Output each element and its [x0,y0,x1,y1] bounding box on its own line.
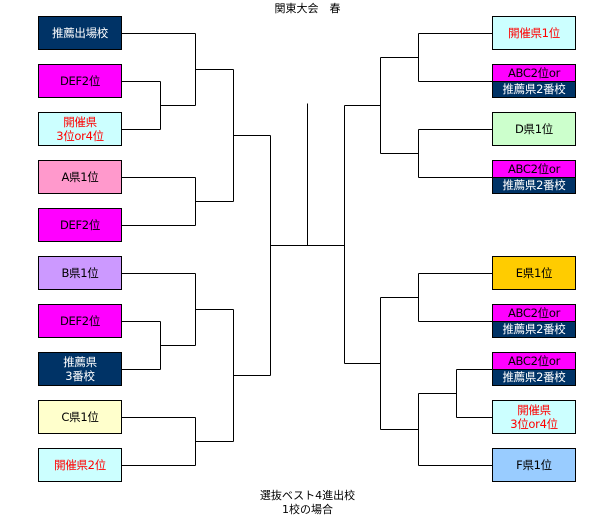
left-entry-6-line-1: B県1位 [61,266,99,280]
left-entry-7: DEF2位 [38,304,122,338]
left-entry-5-line-1: DEF2位 [59,218,101,232]
left-entry-1-line-1: 推薦出場校 [52,26,108,40]
left-entry-2: DEF2位 [38,64,122,98]
left-entry-3-line-2: 3位or4位 [56,129,104,143]
right-entry-8-line-2: 3位or4位 [510,417,558,431]
right-entry-7-option-top: ABC2位or [493,353,575,369]
left-entry-4: A県1位 [38,160,122,194]
left-entry-7-line-1: DEF2位 [59,314,101,328]
left-entry-8-line-2: 3番校 [65,369,95,383]
right-entry-2-option-top: ABC2位or [493,65,575,81]
right-entry-9-line-1: F県1位 [516,458,552,472]
left-entry-9: C県1位 [38,400,122,434]
right-entry-6-option-bottom: 推薦県2番校 [493,320,575,337]
right-entry-3: D県1位 [492,112,576,146]
left-entry-10-line-1: 開催県2位 [54,458,106,472]
left-entry-2-line-1: DEF2位 [59,74,101,88]
left-entry-1: 推薦出場校 [38,16,122,50]
right-entry-7-option-bottom: 推薦県2番校 [493,368,575,385]
left-entry-4-line-1: A県1位 [61,170,99,184]
bracket-note-line-2: 1校の場合 [282,503,333,516]
right-entry-1: 開催県1位 [492,16,576,50]
tournament-title: 関東大会 春 [274,2,341,15]
right-entry-8-line-1: 開催県 [517,403,551,417]
right-entry-4-option-top: ABC2位or [493,161,575,177]
right-entry-6-option-top: ABC2位or [493,305,575,321]
right-entry-5-line-1: E県1位 [515,266,553,280]
left-entry-3-line-1: 開催県 [63,115,97,129]
right-entry-3-line-1: D県1位 [515,122,553,136]
left-entry-5: DEF2位 [38,208,122,242]
right-entry-1-line-1: 開催県1位 [508,26,560,40]
right-entry-4-option-bottom: 推薦県2番校 [493,176,575,193]
right-entry-2-option-bottom: 推薦県2番校 [493,80,575,97]
right-entry-9: F県1位 [492,448,576,482]
left-entry-10: 開催県2位 [38,448,122,482]
left-entry-6: B県1位 [38,256,122,290]
bracket-note-line-1: 選抜ベスト4進出校 [259,489,356,502]
right-entry-5: E県1位 [492,256,576,290]
left-entry-8-line-1: 推薦県 [63,355,97,369]
left-entry-9-line-1: C県1位 [61,410,99,424]
bracket-note: 選抜ベスト4進出校 1校の場合 [0,489,615,517]
